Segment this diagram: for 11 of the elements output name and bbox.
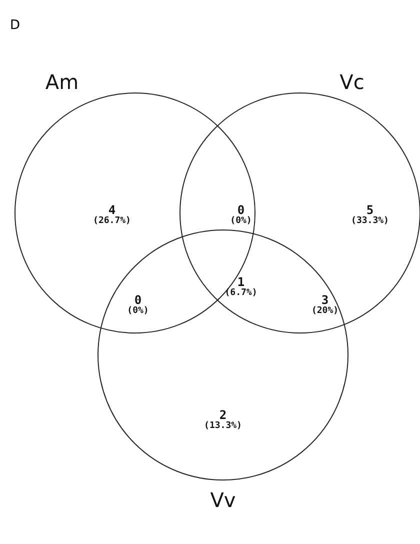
set-label: Vv bbox=[210, 488, 236, 512]
region-count: 2 (13.3%) bbox=[203, 410, 243, 432]
region-count: 5 (33.3%) bbox=[350, 205, 390, 227]
region-count: 0 (0%) bbox=[126, 295, 150, 317]
set-label: Am bbox=[45, 70, 79, 94]
set-label: Vc bbox=[340, 70, 364, 94]
panel-letter: D bbox=[10, 18, 20, 33]
region-count: 4 (26.7%) bbox=[92, 205, 132, 227]
region-count: 1 (6.7%) bbox=[224, 277, 258, 299]
region-count: 0 (0%) bbox=[229, 205, 253, 227]
region-count: 3 (20%) bbox=[310, 295, 340, 317]
